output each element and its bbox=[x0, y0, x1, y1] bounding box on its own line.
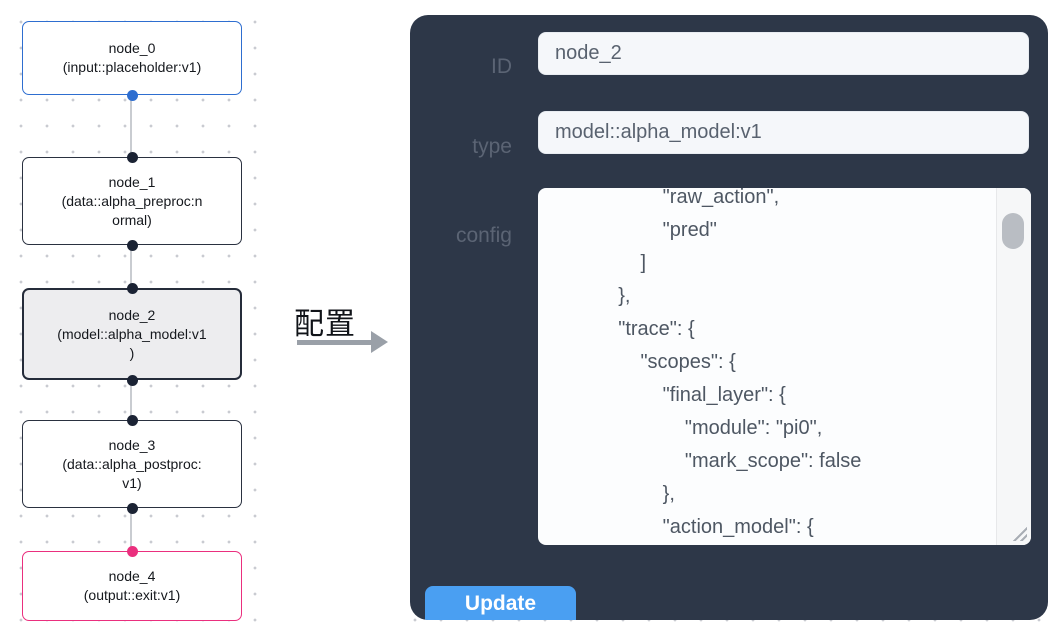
node-node_1[interactable]: node_1 (data::alpha_preproc:n ormal) bbox=[22, 157, 242, 245]
port-node_2-in[interactable] bbox=[127, 283, 138, 294]
type-input[interactable] bbox=[538, 111, 1029, 154]
node-node_4[interactable]: node_4 (output::exit:v1) bbox=[22, 551, 242, 621]
port-node_3-in[interactable] bbox=[127, 415, 138, 426]
port-node_4-in[interactable] bbox=[127, 546, 138, 557]
node-node_2[interactable]: node_2 (model::alpha_model:v1 ) bbox=[22, 288, 242, 380]
id-label: ID bbox=[491, 55, 512, 78]
port-node_2-out[interactable] bbox=[127, 375, 138, 386]
port-node_0-out[interactable] bbox=[127, 90, 138, 101]
id-input[interactable] bbox=[538, 32, 1029, 75]
port-node_1-out[interactable] bbox=[127, 240, 138, 251]
node-node_0[interactable]: node_0 (input::placeholder:v1) bbox=[22, 21, 242, 95]
update-button[interactable]: Update bbox=[425, 586, 576, 620]
node-node_3[interactable]: node_3 (data::alpha_postproc: v1) bbox=[22, 420, 242, 508]
type-label: type bbox=[472, 135, 512, 158]
config-textarea[interactable]: "raw_action", "pred" ] }, "trace": { "sc… bbox=[538, 188, 1031, 545]
right-arrow-icon bbox=[297, 340, 373, 345]
port-node_3-out[interactable] bbox=[127, 503, 138, 514]
config-json-text: "raw_action", "pred" ] }, "trace": { "sc… bbox=[618, 188, 862, 538]
configure-label: 配置 bbox=[294, 308, 356, 341]
config-label: config bbox=[455, 224, 512, 247]
port-node_1-in[interactable] bbox=[127, 152, 138, 163]
config-panel: ID type config "raw_action", "pred" ] },… bbox=[410, 15, 1048, 620]
right-arrow-head-icon bbox=[371, 331, 388, 353]
config-scrollbar-track[interactable] bbox=[996, 188, 1031, 545]
config-scrollbar-thumb[interactable] bbox=[1002, 213, 1024, 249]
